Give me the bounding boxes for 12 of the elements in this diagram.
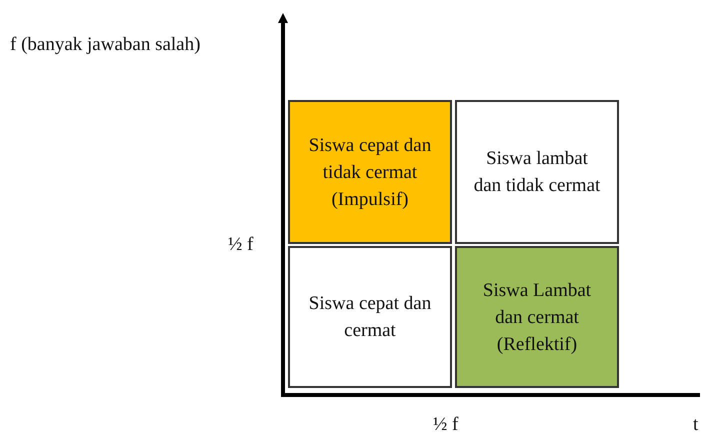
quadrant-text: Siswa cepat dan tidak cermat (Impulsif): [308, 134, 432, 212]
tick-label: ½ f: [433, 414, 458, 436]
quadrant-box: [455, 246, 619, 388]
quadrant-box: [288, 100, 452, 244]
quadrant-box: [288, 246, 452, 388]
tick-label: ½ f: [228, 234, 254, 256]
quadrant-text: Siswa cepat dan cermat: [308, 292, 432, 343]
axis-title: f (banyak jawaban salah): [10, 34, 200, 56]
axis-title: t: [693, 414, 698, 436]
quadrant-text: Siswa Lambat dan cermat (Reflektif): [482, 278, 592, 356]
quadrant-text: Siswa lambat dan tidak cermat: [472, 147, 602, 198]
quadrant-box: [455, 100, 619, 244]
